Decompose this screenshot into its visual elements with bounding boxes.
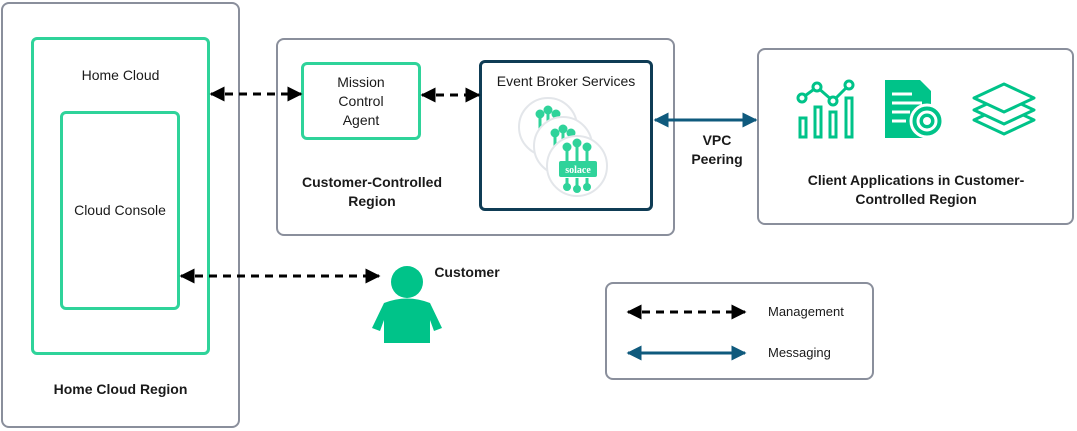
legend-box [605, 282, 874, 380]
home-cloud-region-title: Home Cloud Region [53, 381, 188, 397]
cloud-console-label: Cloud Console [74, 202, 166, 218]
vpc-peering-label: VPC Peering [691, 132, 743, 167]
legend-management-label: Management [768, 304, 844, 319]
customer-controlled-region-title: Customer-Controlled Region [302, 174, 442, 209]
home-cloud-box [31, 37, 210, 355]
home-cloud-label: Home Cloud [81, 67, 160, 83]
client-applications-title: Client Applications in Customer-Controll… [807, 172, 1025, 207]
customer-person-icon [372, 266, 442, 343]
cloud-console-box [60, 111, 180, 310]
customer-controlled-region [276, 38, 675, 236]
event-broker-services-label: Event Broker Services [496, 73, 636, 89]
event-broker-services-box [479, 60, 653, 211]
layers-icon [972, 82, 1036, 136]
mission-control-agent-box [301, 62, 421, 140]
analytics-chart-icon [796, 79, 855, 139]
legend-messaging-label: Messaging [768, 345, 831, 360]
client-applications-region [757, 48, 1074, 225]
customer-label: Customer [434, 264, 500, 280]
home-cloud-region [1, 2, 240, 428]
solace-logo-text: solace [565, 165, 591, 176]
document-gear-icon [885, 80, 945, 139]
broker-node-icon: solace [546, 135, 608, 197]
mission-control-agent-label: Mission Control Agent [337, 74, 385, 128]
